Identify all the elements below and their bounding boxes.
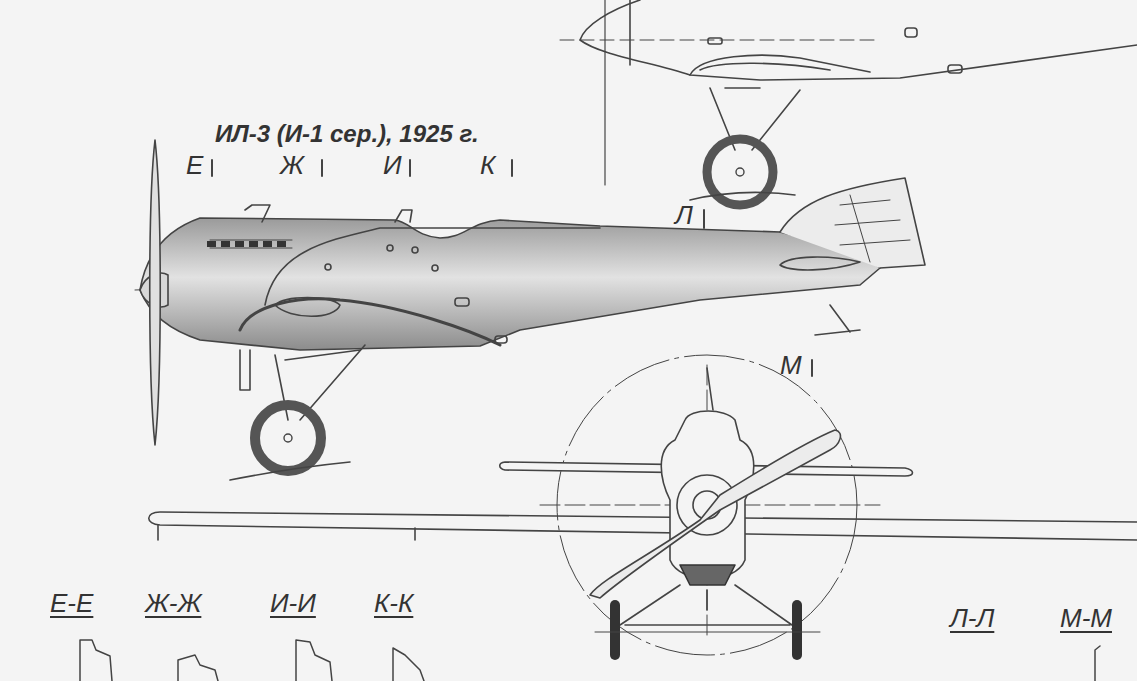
section-marker: Л <box>675 202 693 228</box>
section-label: Ж-Ж <box>145 590 201 616</box>
drawing-title: ИЛ-3 (И-1 сер.), 1925 г. <box>215 122 479 146</box>
wing-plan <box>149 512 1137 540</box>
section-label: Е-Е <box>50 590 93 616</box>
section-label: Л-Л <box>950 605 994 631</box>
section-profiles <box>80 640 1100 681</box>
front-view <box>500 355 913 655</box>
section-label: К-К <box>374 590 413 616</box>
section-marker: Е <box>186 152 203 178</box>
top-view <box>560 0 1137 205</box>
side-view <box>135 140 925 480</box>
section-label: И-И <box>270 590 316 616</box>
section-marker: Ж <box>280 152 304 178</box>
section-marker: И <box>383 152 402 178</box>
section-marker: К <box>480 152 495 178</box>
section-label: М-М <box>1060 605 1112 631</box>
section-marker: М <box>780 352 802 378</box>
